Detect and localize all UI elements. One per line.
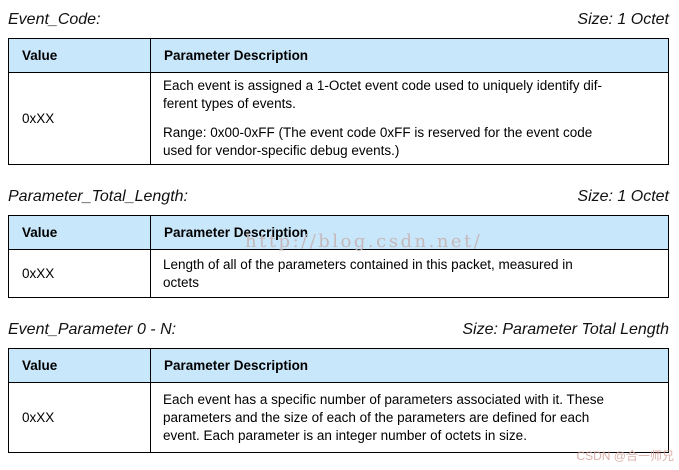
description-column-header: Parameter Description [150, 348, 669, 383]
description-cell: Each event is assigned a 1-Octet event c… [150, 72, 669, 165]
description-paragraph: Length of all of the parameters containe… [163, 256, 660, 292]
text-line: octets [163, 274, 200, 290]
table-row: 0xXX Each event has a specific number of… [8, 382, 669, 453]
text-line: ferent types of events. [163, 96, 296, 111]
value-cell: 0xXX [8, 72, 151, 165]
description-paragraph: Each event is assigned a 1-Octet event c… [163, 77, 660, 113]
section-event-code: Event_Code: Size: 1 Octet Value Paramete… [8, 9, 669, 165]
event-code-table: Value Parameter Description 0xXX Each ev… [8, 38, 669, 165]
table-row: 0xXX Length of all of the parameters con… [8, 249, 669, 298]
description-cell: Each event has a specific number of para… [150, 382, 669, 453]
value-cell: 0xXX [8, 382, 151, 453]
description-cell: Length of all of the parameters containe… [150, 249, 669, 298]
text-line: Length of all of the parameters containe… [163, 256, 573, 272]
section-heading-row: Event_Code: Size: 1 Octet [8, 9, 669, 30]
text-line: Each event is assigned a 1-Octet event c… [163, 78, 603, 93]
event-parameter-table: Value Parameter Description 0xXX Each ev… [8, 348, 669, 453]
description-paragraph: Range: 0x00-0xFF (The event code 0xFF is… [163, 124, 660, 160]
value-column-header: Value [8, 38, 151, 73]
value-column-header: Value [8, 215, 151, 250]
field-name-heading: Parameter_Total_Length: [8, 188, 188, 205]
section-heading-row: Event_Parameter 0 - N: Size: Parameter T… [8, 319, 669, 340]
text-line: Range: 0x00-0xFF (The event code 0xFF is… [163, 125, 593, 140]
description-paragraph: Each event has a specific number of para… [163, 391, 660, 445]
table-header-row: Value Parameter Description [8, 348, 669, 383]
section-event-parameter: Event_Parameter 0 - N: Size: Parameter T… [8, 319, 669, 453]
text-line: Each event has a specific number of para… [163, 391, 604, 407]
description-column-header: Parameter Description [150, 215, 669, 250]
field-name-heading: Event_Parameter 0 - N: [8, 321, 177, 338]
field-size-label: Size: 1 Octet [577, 188, 669, 205]
field-name-heading: Event_Code: [8, 11, 101, 28]
table-header-row: Value Parameter Description [8, 38, 669, 73]
text-line: event. Each parameter is an integer numb… [163, 427, 527, 443]
parameter-total-length-table: Value Parameter Description 0xXX Length … [8, 215, 669, 298]
section-heading-row: Parameter_Total_Length: Size: 1 Octet [8, 186, 669, 207]
text-line: parameters and the size of each of the p… [163, 409, 590, 425]
description-column-header: Parameter Description [150, 38, 669, 73]
table-header-row: Value Parameter Description [8, 215, 669, 250]
field-size-label: Size: 1 Octet [577, 11, 669, 28]
text-line: used for vendor-specific debug events.) [163, 143, 400, 158]
field-size-label: Size: Parameter Total Length [462, 321, 669, 338]
value-cell: 0xXX [8, 249, 151, 298]
section-parameter-total-length: Parameter_Total_Length: Size: 1 Octet Va… [8, 186, 669, 298]
value-column-header: Value [8, 348, 151, 383]
table-row: 0xXX Each event is assigned a 1-Octet ev… [8, 72, 669, 165]
